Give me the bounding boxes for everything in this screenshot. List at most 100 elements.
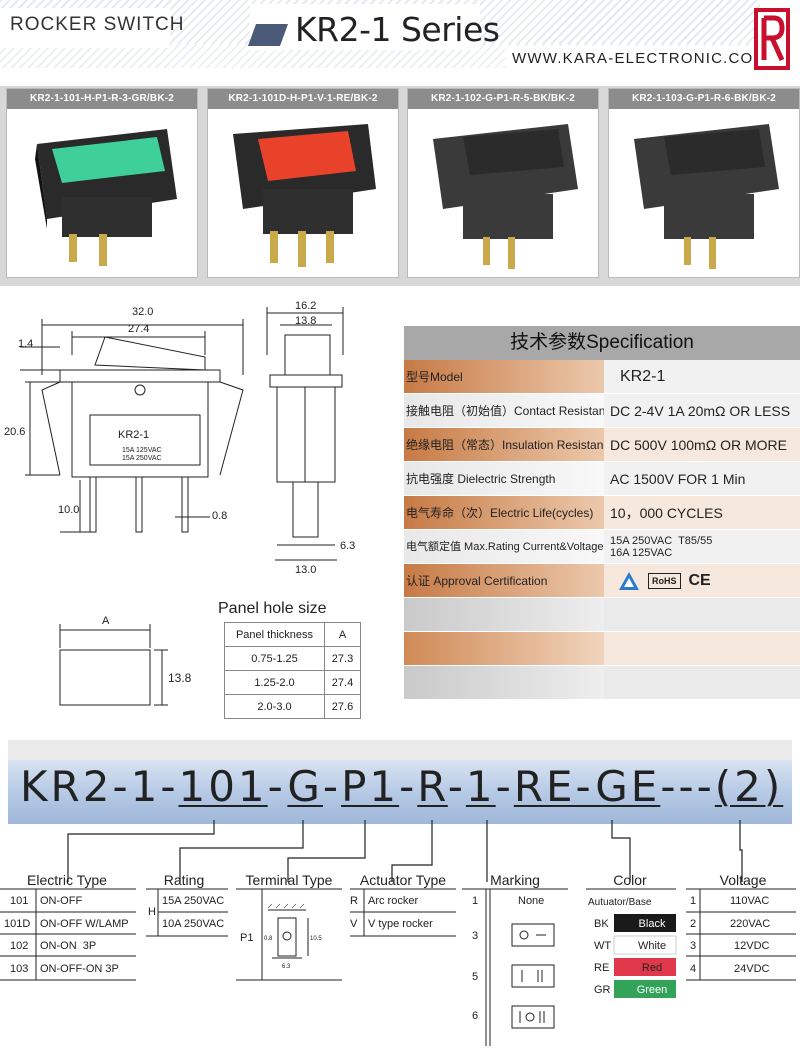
rocker-switch-red-icon	[233, 124, 376, 267]
electric-name: ON-ON 3P	[40, 940, 97, 952]
marking-title: Marking	[490, 872, 540, 888]
panel-th-header: Panel thickness	[224, 622, 325, 647]
dim-a: A	[102, 615, 110, 627]
pn-rating: G	[287, 762, 323, 811]
rating-value: 10A 250VAC	[162, 918, 225, 930]
color-lines	[586, 888, 677, 998]
pn-electric: 101	[178, 762, 268, 811]
voltage-code: 3	[690, 940, 697, 952]
voltage-value: 220VAC	[730, 918, 771, 930]
pn-marking: 1	[465, 762, 496, 811]
spec-row-approval: 认证 Approval Certification RoHS CE	[404, 564, 800, 598]
marking-name: None	[518, 895, 545, 907]
voltage-lines	[686, 888, 796, 981]
spec-value: DC 500V 100mΩ OR MORE	[604, 428, 800, 461]
spec-key: 电气额定值 Max.Rating Current&Voltage	[404, 530, 604, 563]
spec-table: 技术参数Specification 型号Model KR2-1 接触电阻（初始值…	[404, 326, 800, 700]
color-code: GR	[594, 984, 611, 996]
actuator-name: Arc rocker	[368, 895, 419, 907]
rating-lines	[146, 888, 228, 937]
marking-code: 3	[472, 930, 479, 942]
color-title: Color	[613, 872, 647, 888]
spec-key: 电气寿命（次）Electric Life(cycles)	[404, 496, 604, 529]
actuator-lines	[350, 888, 456, 937]
terminal-type-title: Terminal Type	[245, 872, 333, 888]
voltage-value: 110VAC	[730, 895, 770, 907]
voltage-code: 1	[690, 895, 697, 907]
panel-hole-drawing: A 13.8	[59, 615, 192, 706]
pn-voltage: (2)	[714, 762, 784, 811]
color-name: Black	[638, 918, 666, 930]
spec-blank-row	[404, 632, 800, 666]
dim-13-8: 13.8	[295, 315, 316, 327]
product-label: KR2-1-103-G-P1-R-6-BK/BK-2	[609, 89, 799, 109]
spec-blank-row	[404, 666, 800, 700]
terminal-code: P1	[240, 932, 254, 944]
spec-row-life: 电气寿命（次）Electric Life(cycles) 10，000 CYCL…	[404, 496, 800, 530]
pn-sep: -	[267, 762, 288, 811]
panel-hole-table: Panel thickness A 0.75-1.25 27.3 1.25-2.…	[224, 622, 361, 719]
color-subtitle: Autuator/Base	[588, 897, 652, 908]
drawing-model-label: KR2-1	[118, 429, 149, 441]
pn-prefix: KR2-1-	[20, 762, 179, 811]
rocker-switch-black-icon	[433, 124, 578, 269]
dim-1-4: 1.4	[18, 338, 33, 350]
table-row: 1.25-2.0 27.4	[224, 670, 361, 695]
part-number-connectors	[67, 820, 743, 882]
terminal-dim-0-8: 0.8	[264, 936, 273, 942]
color-code: BK	[594, 918, 609, 930]
electric-code: 101	[10, 895, 29, 907]
pn-sep: -	[495, 762, 514, 811]
electric-name: ON-OFF-ON 3P	[40, 963, 119, 975]
website-link[interactable]: WWW.KARA-ELECTRONIC.COM.	[512, 50, 773, 67]
spec-key: 认证 Approval Certification	[404, 564, 604, 597]
spec-key: 型号Model	[404, 360, 604, 393]
panel-a-cell: 27.3	[324, 646, 361, 671]
pn-actuator: R	[417, 762, 448, 811]
actuator-code: R	[350, 895, 358, 907]
marking-code: 5	[472, 971, 479, 983]
color-swatches	[613, 914, 677, 998]
parallelogram-icon	[248, 24, 288, 46]
electric-code: 102	[10, 940, 29, 952]
spec-row-dielectric: 抗电强度 Dielectric Strength AC 1500V FOR 1 …	[404, 462, 800, 496]
rating-value: 15A 250VAC	[162, 895, 225, 907]
pn-sep: -	[322, 762, 342, 811]
product-label: KR2-1-101-H-P1-R-3-GR/BK-2	[7, 89, 197, 109]
panel-a-header: A	[324, 622, 361, 647]
category-title: ROCKER SWITCH	[10, 14, 185, 35]
electric-code: 103	[10, 963, 29, 975]
pn-terminal: P1	[341, 762, 400, 811]
part-number: KR2-1-101-G-P1-R-1-RE-GE---(2)	[20, 762, 783, 811]
spec-row-model: 型号Model KR2-1	[404, 360, 800, 394]
terminal-type-drawing: 0.8 10.5 6.3	[236, 888, 342, 981]
spec-row-insulation: 绝缘电阻（常态）Insulation Resistance DC 500V 10…	[404, 428, 800, 462]
spec-value: 15A 250VAC T85/55 16A 125VAC	[604, 530, 800, 563]
actuator-type-title: Actuator Type	[359, 872, 447, 888]
dim-10: 10.0	[58, 504, 79, 516]
spec-value-certs: RoHS CE	[604, 564, 800, 597]
header-mask-left	[0, 8, 170, 48]
dim-13-8-hole: 13.8	[168, 671, 192, 685]
tuv-cert-icon	[619, 571, 639, 590]
dim-32: 32.0	[132, 306, 153, 318]
marking-code: 6	[472, 1010, 479, 1022]
dim-27-4: 27.4	[128, 323, 149, 335]
spec-blank-row	[404, 598, 800, 632]
dim-13: 13.0	[295, 564, 316, 575]
pn-sep: ---	[660, 762, 715, 811]
marking-code: 1	[472, 895, 479, 907]
terminal-dim-10-5: 10.5	[310, 936, 322, 942]
electric-type-title: Electric Type	[27, 872, 107, 888]
voltage-value: 12VDC	[734, 940, 770, 952]
panel-th-cell: 0.75-1.25	[224, 646, 325, 671]
ce-cert-icon: CE	[688, 571, 711, 589]
actuator-name: V type rocker	[368, 918, 433, 930]
panel-hole-title: Panel hole size	[218, 600, 327, 617]
actuator-code: V	[350, 918, 358, 930]
panel-a-cell: 27.6	[324, 694, 361, 719]
color-name: Green	[636, 984, 668, 996]
rohs-cert-icon: RoHS	[648, 572, 681, 589]
pn-sep: -	[447, 762, 466, 811]
product-label: KR2-1-102-G-P1-R-5-BK/BK-2	[408, 89, 598, 109]
